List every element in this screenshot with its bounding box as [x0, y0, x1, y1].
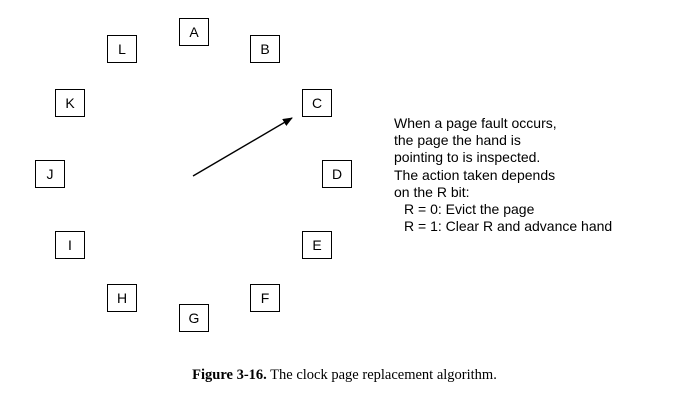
page-frame-a: A: [179, 18, 209, 46]
page-frame-h: H: [107, 284, 137, 312]
figure-caption: Figure 3-16. The clock page replacement …: [0, 367, 689, 384]
rule-r-one: R = 1: Clear R and advance hand: [404, 218, 613, 235]
figure-caption-text: The clock page replacement algorithm.: [270, 367, 497, 383]
page-frame-g: G: [179, 304, 209, 332]
page-frame-k: K: [55, 89, 85, 117]
explanation-line: pointing to is inspected.: [394, 149, 541, 166]
page-frame-j: J: [35, 160, 65, 188]
page-frame-e: E: [302, 231, 332, 259]
page-frame-l: L: [107, 35, 137, 63]
page-frame-d: D: [322, 160, 352, 188]
explanation-line: the page the hand is: [394, 132, 521, 149]
page-frame-c: C: [302, 89, 332, 117]
algorithm-explanation: When a page fault occurs, the page the h…: [394, 115, 612, 235]
explanation-line: on the R bit:: [394, 183, 470, 200]
page-frame-b: B: [250, 35, 280, 63]
explanation-line: When a page fault occurs,: [394, 115, 557, 131]
figure-label: Figure 3-16.: [192, 367, 267, 383]
explanation-line: The action taken depends: [394, 166, 556, 183]
page-frame-f: F: [250, 284, 280, 312]
rule-r-zero: R = 0: Evict the page: [404, 201, 535, 218]
clock-hand-arrow: [192, 117, 293, 177]
page-frame-i: I: [55, 231, 85, 259]
